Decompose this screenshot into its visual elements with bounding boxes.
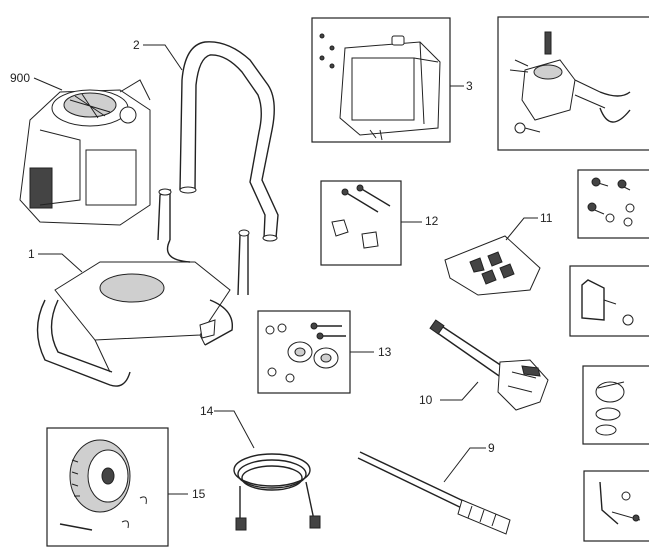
leader-1 [38,253,83,273]
part-900-engine[interactable] [19,79,151,226]
callout-9: 9 [488,441,495,455]
callout-3: 3 [466,79,473,93]
leader-10 [440,381,479,401]
cap-assembly[interactable] [595,381,625,436]
bracket-box [569,265,649,337]
fitting[interactable] [599,481,641,525]
bracket[interactable] [581,279,634,326]
hardware-bolts-a[interactable] [587,177,635,227]
callout-15: 15 [192,487,206,501]
part-9-wand[interactable] [357,451,511,535]
fitting-box [583,470,649,542]
leader-11 [505,217,538,241]
leader-9 [443,447,486,483]
part-14-hose[interactable] [233,453,321,531]
callout-2: 2 [133,38,140,52]
part-15-wheel-kit[interactable] [59,439,147,531]
leader-900 [33,77,63,91]
callout-13: 13 [378,345,392,359]
callout-11: 11 [540,211,553,225]
part-3-tank[interactable] [319,33,441,141]
part-1-frame[interactable] [36,188,250,387]
part-2-handle[interactable] [179,41,279,242]
part-10-spray-gun[interactable] [429,319,549,411]
part-13-hardware[interactable] [265,322,346,383]
cap-box [582,365,649,445]
callout-900: 900 [10,71,30,85]
callout-1: 1 [28,247,35,261]
callout-12: 12 [425,214,439,228]
callout-10: 10 [419,393,433,407]
leader-2 [143,44,183,71]
leader-14 [214,410,255,449]
pump-assembly[interactable] [509,31,631,134]
part-12-hardware[interactable] [331,184,391,249]
callout-14: 14 [200,404,214,418]
part-11-nozzle-bag[interactable] [444,235,541,296]
